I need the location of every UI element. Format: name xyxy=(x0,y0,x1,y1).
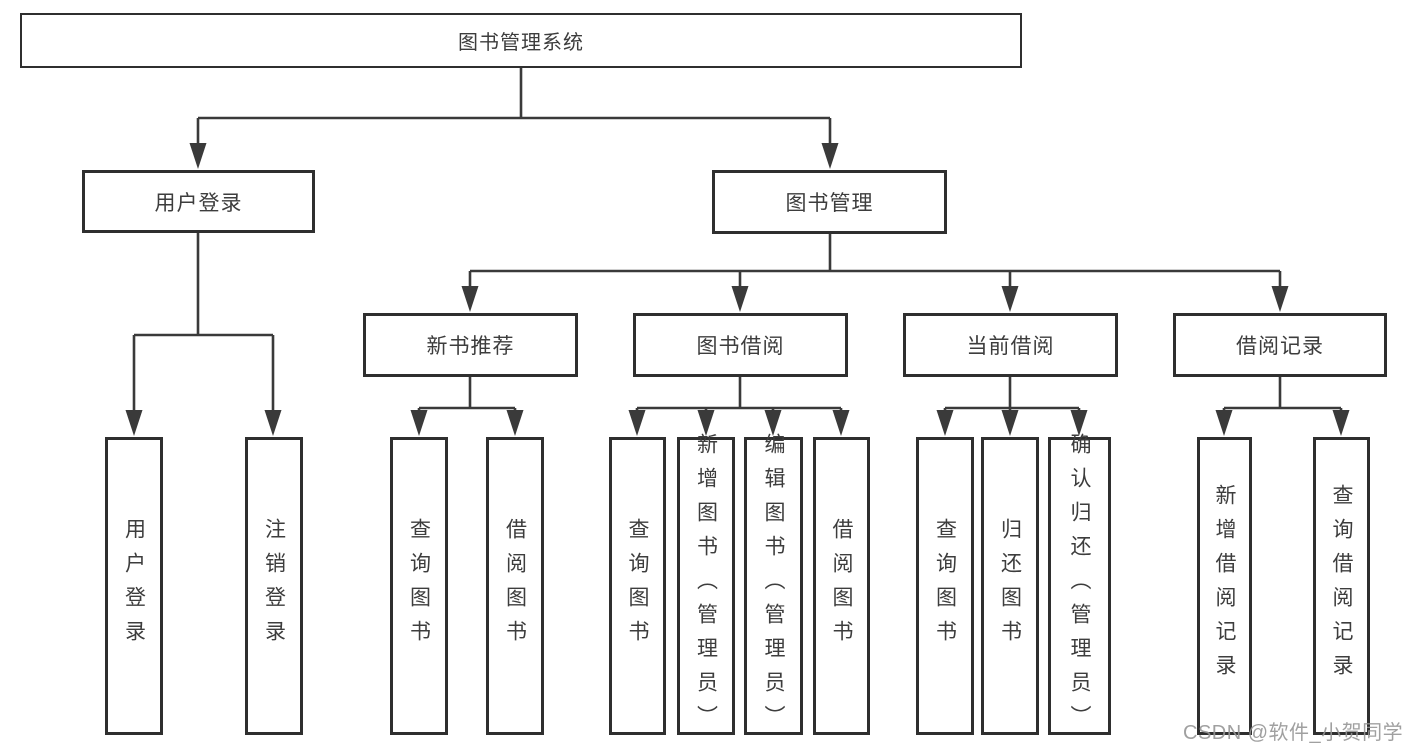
node-new-book-recommend: 新书推荐 xyxy=(363,313,578,377)
arrowhead xyxy=(410,410,428,436)
arrowhead xyxy=(264,410,282,436)
node-leaf-borrow-books-2: 借阅图书 xyxy=(813,437,870,735)
node-label: 用户登录 xyxy=(154,191,243,215)
node-label: 借阅记录 xyxy=(1236,335,1324,358)
node-label: 当前借阅 xyxy=(966,335,1055,358)
node-leaf-logout: 注销登录 xyxy=(245,437,303,735)
node-borrow-records: 借阅记录 xyxy=(1173,313,1387,377)
node-label: 图书管理 xyxy=(785,192,874,215)
arrowhead xyxy=(461,286,479,312)
arrowhead xyxy=(821,143,839,169)
node-label: 查询图书 xyxy=(407,518,431,654)
node-label: 新增借阅记录 xyxy=(1213,484,1236,688)
node-label: 注销登录 xyxy=(262,518,286,654)
node-label: 确认归还（管理员） xyxy=(1068,433,1091,739)
node-label: 查询图书 xyxy=(626,518,649,654)
node-leaf-user-login: 用户登录 xyxy=(105,437,163,735)
node-book-management-module: 图书管理 xyxy=(712,170,947,234)
node-leaf-query-books-3: 查询图书 xyxy=(916,437,974,735)
node-user-login-module: 用户登录 xyxy=(82,170,315,233)
node-leaf-query-books-2: 查询图书 xyxy=(609,437,666,735)
node-leaf-query-books-1: 查询图书 xyxy=(390,437,448,735)
node-current-borrow: 当前借阅 xyxy=(903,313,1118,377)
node-label: 图书借阅 xyxy=(696,335,785,358)
node-label: 查询借阅记录 xyxy=(1330,484,1353,688)
arrowhead xyxy=(832,410,850,436)
node-label: 新书推荐 xyxy=(426,335,515,358)
node-leaf-borrow-books-1: 借阅图书 xyxy=(486,437,544,735)
node-label: 借阅图书 xyxy=(503,518,527,654)
node-root-book-management-system: 图书管理系统 xyxy=(20,13,1022,68)
node-label: 编辑图书（管理员） xyxy=(762,433,785,739)
arrowhead xyxy=(764,410,782,436)
node-leaf-add-books-admin: 新增图书（管理员） xyxy=(677,433,735,739)
arrowhead xyxy=(1271,286,1289,312)
arrowhead xyxy=(506,410,524,436)
node-book-borrow: 图书借阅 xyxy=(633,313,848,377)
node-leaf-edit-books-admin: 编辑图书（管理员） xyxy=(744,433,803,739)
node-label: 图书管理系统 xyxy=(458,32,584,54)
arrowhead xyxy=(189,143,207,169)
node-label: 新增图书（管理员） xyxy=(694,433,718,739)
arrowhead xyxy=(731,286,749,312)
arrowhead xyxy=(125,410,143,436)
arrowhead xyxy=(936,410,954,436)
node-label: 用户登录 xyxy=(122,518,146,654)
csdn-watermark: CSDN @软件_小贺同学 xyxy=(1183,722,1404,744)
tree-edges xyxy=(132,68,1343,416)
node-leaf-confirm-return-admin: 确认归还（管理员） xyxy=(1048,433,1111,739)
arrowhead xyxy=(1332,410,1350,436)
arrowhead xyxy=(1215,410,1233,436)
node-leaf-add-borrow-record: 新增借阅记录 xyxy=(1197,437,1252,735)
arrowhead xyxy=(1001,286,1019,312)
arrowhead xyxy=(1001,410,1019,436)
arrowhead xyxy=(697,410,715,436)
node-label: 查询图书 xyxy=(933,518,957,654)
node-label: 借阅图书 xyxy=(830,518,853,654)
node-label: 归还图书 xyxy=(998,518,1022,654)
node-leaf-return-books: 归还图书 xyxy=(981,437,1039,735)
arrowheads xyxy=(125,143,1350,436)
node-leaf-query-borrow-record: 查询借阅记录 xyxy=(1313,437,1370,735)
arrowhead xyxy=(628,410,646,436)
arrowhead xyxy=(1070,410,1088,436)
